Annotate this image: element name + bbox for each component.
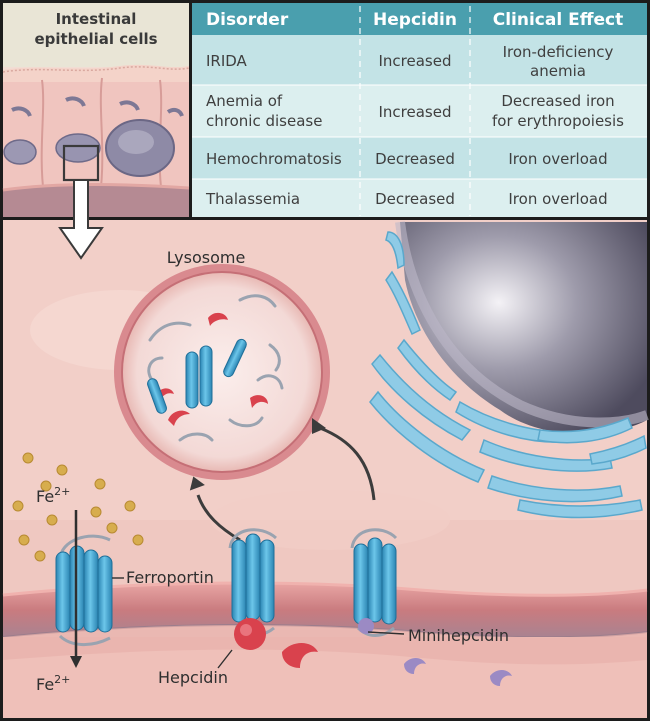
lysosome-label: Lysosome	[167, 248, 246, 267]
ferroportin-middle	[228, 528, 277, 636]
hepcidin-molecules	[234, 618, 318, 668]
cell-disorder: Hemochromatosis	[206, 150, 342, 168]
inset-label-line2: epithelial cells	[34, 30, 157, 48]
minihepcidin-label: Minihepcidin	[408, 626, 509, 645]
table-row-3	[192, 137, 647, 179]
cell-effect: Decreased iron	[501, 92, 614, 110]
cell-effect: Iron-deficiency	[503, 43, 614, 61]
iron-particle	[56, 464, 68, 476]
header-hepcidin: Hepcidin	[373, 10, 457, 30]
ferroportin-right	[350, 528, 398, 637]
iron-particle	[94, 478, 106, 490]
iron-particle	[22, 452, 34, 464]
iron-particle	[132, 534, 144, 546]
inset-label-line1: Intestinal	[56, 10, 137, 28]
iron-particle	[40, 480, 52, 492]
cell-effect: Iron overload	[508, 150, 607, 168]
epithelium-inset: Intestinal epithelial cells	[2, 3, 190, 217]
disorder-table: Disorder Hepcidin Clinical Effect IRIDA …	[192, 3, 647, 217]
iron-transport-arrow	[70, 510, 82, 668]
lysosome: Lysosome	[114, 248, 330, 480]
cell-effect: Iron overload	[508, 190, 607, 208]
header-clinical-effect: Clinical Effect	[493, 10, 623, 30]
cell-hepcidin: Decreased	[375, 150, 455, 168]
cell-hepcidin: Increased	[378, 103, 451, 121]
table-row-1	[192, 35, 647, 85]
header-disorder: Disorder	[206, 10, 289, 30]
table-header-row	[192, 3, 647, 35]
cell-disorder: chronic disease	[206, 112, 322, 130]
fe-top-label: Fe2+	[36, 485, 70, 506]
arrowheads	[189, 418, 326, 491]
table-row-2	[192, 85, 647, 137]
leader-lines	[112, 577, 405, 669]
endoplasmic-reticulum	[369, 231, 647, 519]
iron-particle	[124, 500, 136, 512]
zoom-arrow	[58, 179, 104, 260]
iron-particle	[46, 514, 58, 526]
cell-disorder: IRIDA	[206, 52, 248, 70]
minihepcidin-molecules	[358, 618, 512, 686]
iron-particle	[34, 550, 46, 562]
iron-particle	[90, 506, 102, 518]
fe-bottom-label: Fe2+	[36, 673, 70, 694]
cell-effect: anemia	[530, 62, 586, 80]
iron-particle	[12, 500, 24, 512]
iron-particle	[106, 522, 118, 534]
cell-disorder: Thalassemia	[205, 190, 300, 208]
nucleus	[395, 221, 649, 434]
cell-hepcidin: Increased	[378, 52, 451, 70]
hepcidin-label: Hepcidin	[158, 668, 228, 687]
cell-effect: for erythropoiesis	[492, 112, 624, 130]
ferroportin-label: Ferroportin	[126, 568, 214, 587]
cell-hepcidin: Decreased	[375, 190, 455, 208]
iron-particle	[18, 534, 30, 546]
cell-membrane	[2, 581, 648, 718]
table-row-4	[192, 179, 647, 217]
cell-disorder: Anemia of	[206, 92, 283, 110]
